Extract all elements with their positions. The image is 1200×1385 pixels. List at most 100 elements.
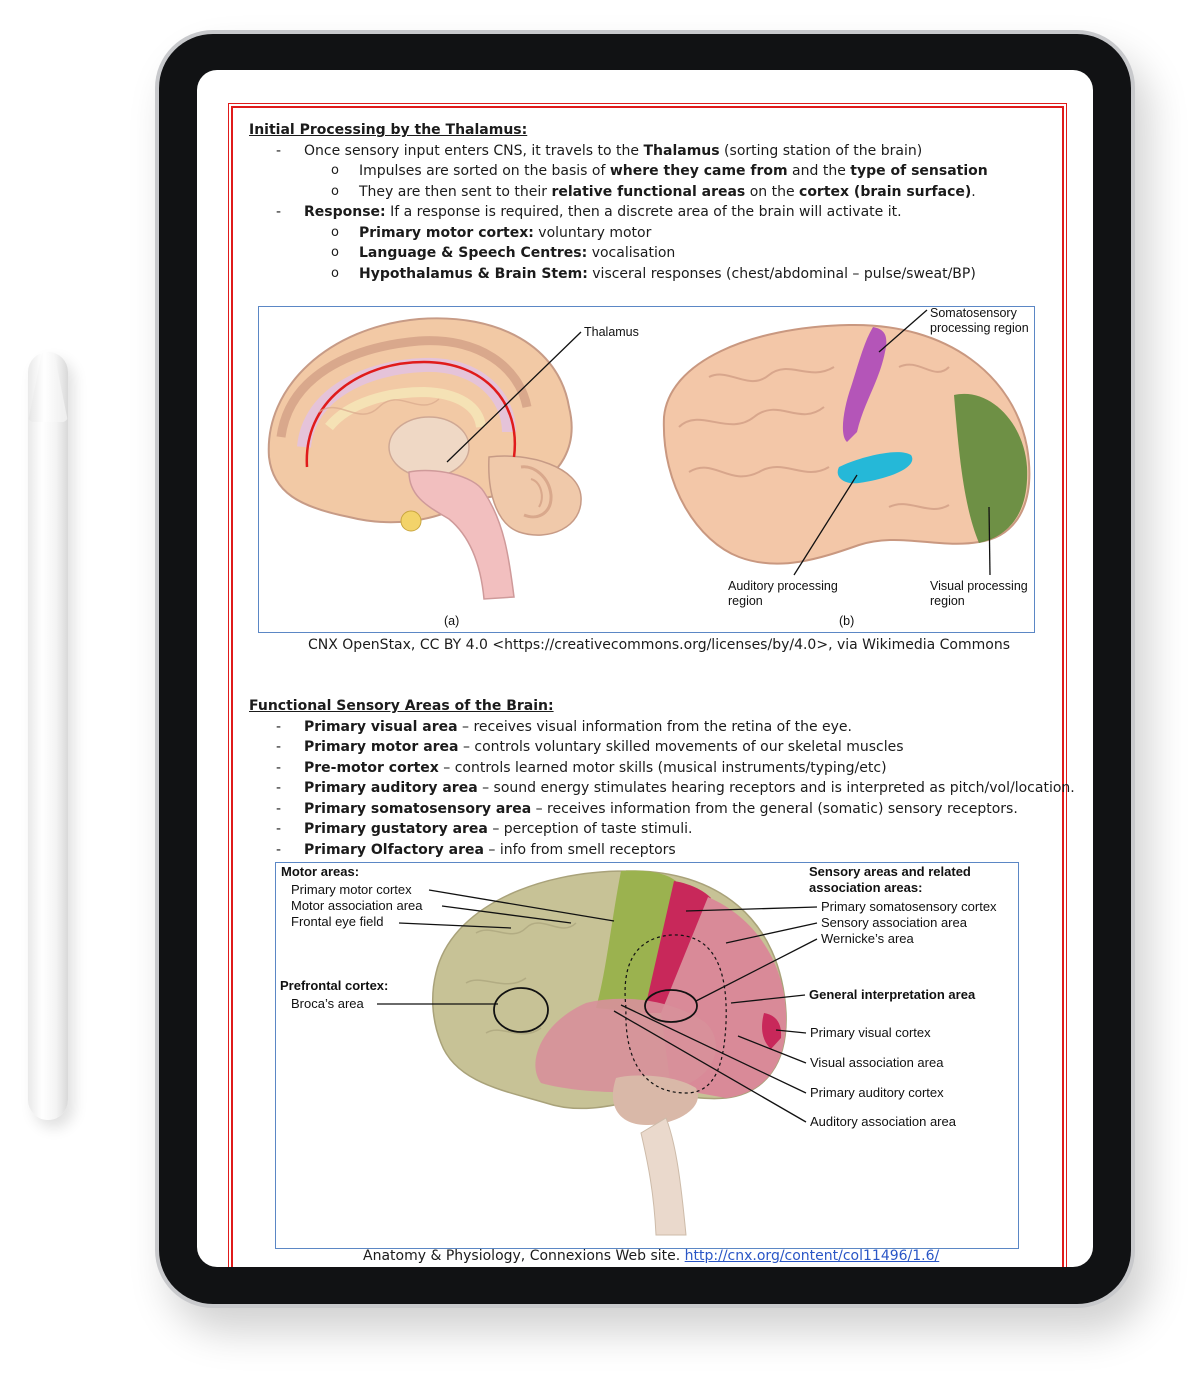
lateral-brain-illustration: Somatosensory processing region Auditory…	[662, 306, 1031, 628]
bullet-marker: -	[276, 841, 282, 858]
figure2-caption-text: Anatomy & Physiology, Connexions Web sit…	[363, 1248, 685, 1264]
label-motor-heading: Motor areas:	[281, 864, 359, 879]
list-item: - Primary gustatory area – perception of …	[249, 819, 1046, 840]
list-item: - Pre-motor cortex – controls learned mot…	[249, 758, 1046, 779]
bold-text: Thalamus	[643, 142, 720, 159]
list-text: – controls learned motor skills (musical…	[438, 759, 887, 776]
list-text: – sound energy stimulates hearing recept…	[477, 780, 1075, 796]
label-general-interpretation: General interpretation area	[809, 987, 976, 1002]
bold-text: Primary Olfactory area	[304, 841, 484, 858]
label-sensory-heading-2: association areas:	[809, 880, 922, 895]
bullet-marker: -	[276, 780, 282, 796]
label-auditory-association: Auditory association area	[810, 1114, 957, 1129]
figure2-caption: Anatomy & Physiology, Connexions Web sit…	[363, 1248, 939, 1264]
bullet-marker: -	[276, 821, 282, 837]
bold-text: Primary motor cortex:	[359, 224, 534, 241]
figure-functional-areas: Motor areas: Primary motor cortex Motor …	[275, 862, 1019, 1249]
label-primary-somatosensory: Primary somatosensory cortex	[821, 899, 997, 914]
label-visual-1: Visual processing	[930, 579, 1028, 593]
list-text: – info from smell receptors	[483, 841, 676, 858]
list-text: vocalisation	[587, 245, 676, 261]
list-text: voluntary motor	[533, 224, 652, 241]
label-somatosensory-2: processing region	[930, 321, 1029, 335]
bullet-marker: -	[276, 142, 282, 159]
label-prefrontal-heading: Prefrontal cortex:	[280, 978, 388, 993]
list-item: o Hypothalamus & Brain Stem: visceral res…	[249, 264, 1046, 285]
list-item: -Primary visual area – receives visual i…	[249, 717, 1046, 738]
bold-text: type of sensation	[850, 163, 988, 179]
list-text: Impulses are sorted on the basis of	[359, 163, 610, 179]
label-wernickes-area: Wernicke’s area	[821, 931, 914, 946]
label-auditory-1: Auditory processing	[728, 579, 838, 593]
label-somatosensory-1: Somatosensory	[930, 307, 1018, 320]
label-primary-auditory: Primary auditory cortex	[810, 1085, 944, 1100]
bullet-marker: o	[331, 183, 339, 199]
label-motor-association: Motor association area	[291, 898, 423, 913]
label-primary-motor: Primary motor cortex	[291, 882, 412, 897]
list-item: - Primary somatosensory area – receives i…	[249, 799, 1046, 820]
figure2-source-link[interactable]: http://cnx.org/content/col11496/1.6/	[684, 1248, 940, 1264]
label-frontal-eye-field: Frontal eye field	[291, 914, 384, 929]
bold-text: Primary gustatory area	[304, 821, 488, 837]
sagittal-brain-illustration: Thalamus (a)	[267, 317, 639, 628]
bold-text: Primary auditory area	[304, 780, 478, 796]
list-text: – receives information from the general …	[531, 800, 1018, 817]
bold-text: where they came from	[609, 163, 788, 179]
label-thalamus: Thalamus	[584, 325, 639, 339]
list-text: (sorting station of the brain)	[719, 142, 923, 159]
bold-text: Pre-motor cortex	[304, 759, 439, 776]
label-figure-b: (b)	[839, 614, 854, 628]
list-text: If a response is required, then a discre…	[385, 204, 902, 220]
list-item: o Primary motor cortex: voluntary motor	[249, 223, 1046, 244]
list-text: – controls voluntary skilled movements o…	[458, 739, 904, 755]
bold-text: Primary motor area	[304, 739, 459, 755]
list-item: -Response: If a response is required, th…	[249, 202, 1046, 223]
apple-pencil	[28, 352, 68, 1120]
bold-text: Hypothalamus & Brain Stem:	[359, 265, 588, 282]
bullet-marker: o	[331, 245, 339, 260]
list-item: - Once sensory input enters CNS, it trave…	[249, 141, 1046, 162]
list-item: o Language & Speech Centres: vocalisation	[249, 243, 1046, 264]
sensory-areas-bullet-list: - Primary visual area – receives visual i…	[249, 717, 1075, 861]
bullet-marker: -	[276, 759, 282, 776]
figure1-caption: CNX OpenStax, CC BY 4.0 <https://creativ…	[308, 637, 1011, 653]
label-brocas-area: Broca’s area	[291, 996, 365, 1011]
section-heading-thalamus: Initial Processing by the Thalamus:	[249, 122, 528, 138]
label-visual-2: region	[930, 594, 965, 608]
label-visual-association: Visual association area	[810, 1055, 944, 1070]
label-figure-a: (a)	[444, 614, 459, 628]
thalamus-bullet-list: - Once sensory input enters CNS, it trave…	[249, 141, 1046, 285]
functional-brain-illustration	[431, 870, 787, 1236]
figure-thalamus-brain: Thalamus (a) Somatosensory processing re…	[258, 306, 1035, 633]
list-text: – perception of taste stimuli.	[487, 821, 693, 837]
bullet-marker: o	[331, 163, 339, 178]
list-text: They are then sent to their	[359, 183, 552, 200]
bullet-marker: o	[331, 224, 339, 240]
tablet-screen[interactable]: Initial Processing by the Thalamus: - Onc…	[197, 70, 1093, 1267]
list-text: – receives visual information from the r…	[457, 718, 852, 735]
list-text: Once sensory input enters CNS, it travel…	[304, 142, 644, 159]
bold-text: Language & Speech Centres:	[359, 245, 588, 261]
pencil-tip	[28, 352, 68, 422]
section-heading-sensory: Functional Sensory Areas of the Brain:	[249, 698, 554, 714]
label-auditory-2: region	[728, 594, 763, 608]
list-item: - Primary motor area – controls voluntary…	[249, 737, 1046, 758]
label-sensory-association: Sensory association area	[821, 915, 968, 930]
list-text: visceral responses (chest/abdominal – pu…	[587, 265, 976, 282]
bullet-marker: -	[276, 739, 282, 755]
bold-text: relative functional areas	[551, 183, 746, 200]
bullet-marker: -	[276, 800, 282, 817]
document-page: Initial Processing by the Thalamus: - Onc…	[228, 103, 1075, 1267]
list-text: and the	[787, 163, 851, 179]
list-item: o They are then sent to their relative fu…	[249, 182, 1046, 203]
label-primary-visual: Primary visual cortex	[810, 1025, 931, 1040]
bold-text: Primary visual area	[304, 718, 458, 735]
bullet-marker: o	[331, 265, 339, 281]
list-text: on the	[745, 183, 800, 200]
list-item: o Impulses are sorted on the basis of whe…	[249, 161, 1046, 182]
list-text: .	[971, 183, 976, 200]
label-sensory-heading-1: Sensory areas and related	[809, 864, 971, 879]
bold-text: Response:	[304, 204, 386, 220]
bold-text: cortex (brain surface)	[799, 183, 972, 200]
bold-text: Primary somatosensory area	[304, 800, 532, 817]
